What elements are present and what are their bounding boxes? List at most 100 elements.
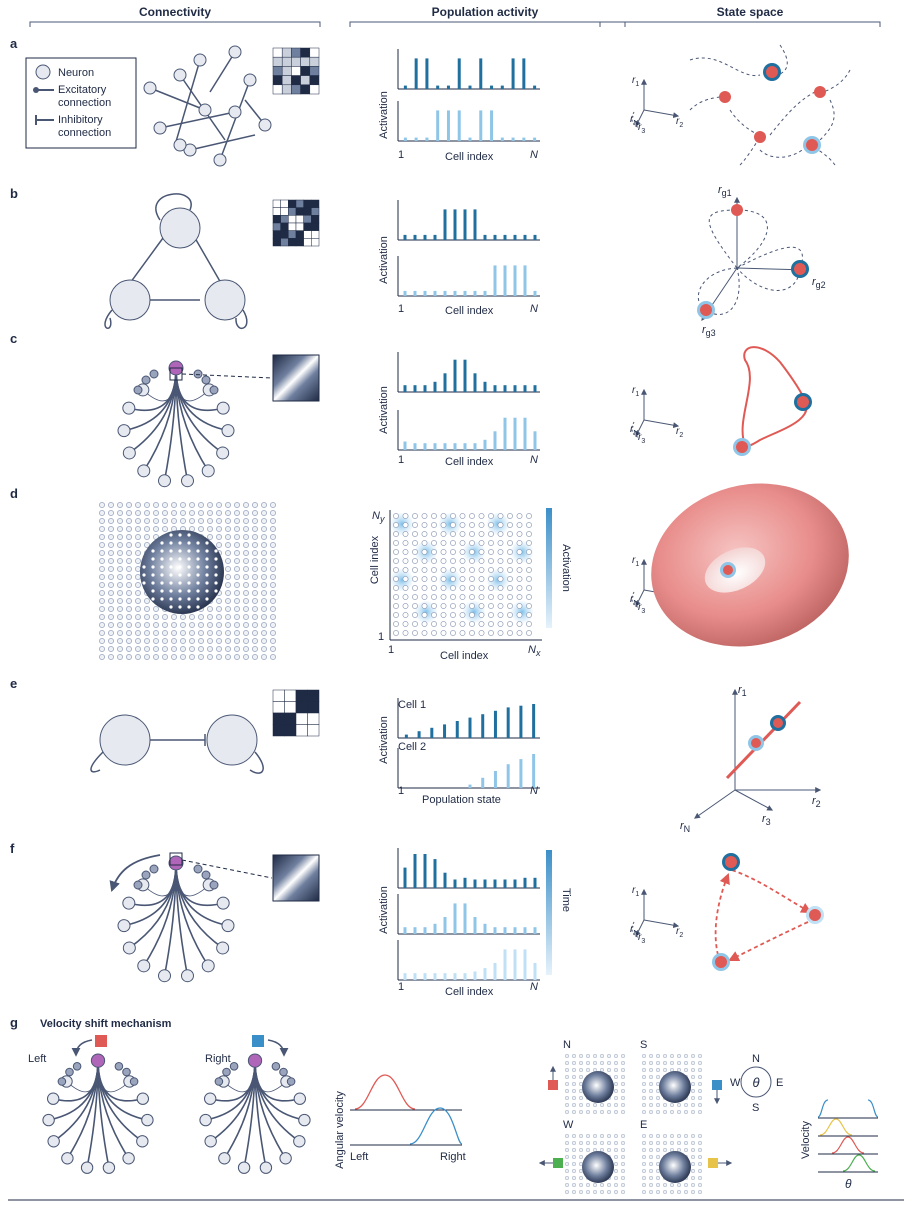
heatmap-cell: [497, 585, 504, 591]
sheet-neuron: [270, 526, 276, 532]
sheet-neuron: [135, 590, 141, 596]
matrix-cell: [309, 66, 320, 76]
sheet-neuron: [126, 510, 132, 516]
sheet-neuron: [169, 573, 173, 577]
heatmap-cell: [431, 549, 437, 555]
sheet-neuron: [677, 1189, 682, 1194]
sheet-neuron: [205, 541, 209, 545]
heatmap-cell: [450, 603, 456, 609]
sheet-neuron: [216, 606, 222, 612]
sheet-neuron: [144, 542, 150, 548]
sheet-neuron: [144, 510, 150, 516]
bar: [493, 963, 497, 980]
sheet-neuron: [198, 630, 204, 636]
heatmap-cell: [393, 558, 399, 564]
sheet-neuron: [572, 1133, 577, 1138]
heatmap-cell: [412, 603, 418, 609]
sheet-neuron: [162, 518, 168, 524]
sheet-neuron: [684, 1133, 689, 1138]
heatmap-cell: [478, 594, 485, 600]
sheet-neuron: [144, 598, 150, 604]
heatmap-cell: [412, 558, 418, 564]
sheet-neuron: [586, 1067, 591, 1072]
bar: [532, 704, 536, 738]
bar: [423, 927, 427, 934]
sheet-neuron: [205, 589, 209, 593]
sheet-neuron: [663, 1133, 668, 1138]
heatmap-cell: [459, 513, 466, 519]
neuron-legend-icon: [35, 64, 51, 80]
neuron: [214, 1077, 224, 1086]
sheet-neuron: [261, 622, 267, 628]
matrix-cell: [288, 238, 297, 247]
sheet-neuron: [261, 518, 267, 524]
sheet-neuron: [196, 557, 200, 561]
weight-matrix-random: [272, 47, 320, 95]
sheet-neuron: [684, 1102, 689, 1107]
sheet-neuron: [565, 1168, 570, 1173]
heatmap-cell: [402, 585, 409, 591]
heatmap-cell: [488, 513, 494, 519]
axis-rn: rN: [680, 820, 690, 834]
x-one: 1: [398, 785, 404, 797]
sheet-neuron: [698, 1102, 703, 1107]
matrix-cell: [281, 56, 292, 67]
heatmap-cell: [497, 576, 504, 582]
bar: [532, 754, 536, 788]
heatmap-cell: [488, 630, 494, 636]
sheet-neuron: [153, 622, 159, 628]
sheet-neuron: [261, 638, 267, 644]
heatmap-cell: [526, 567, 532, 573]
sheet-neuron: [205, 565, 209, 569]
heatmap-cell: [478, 558, 485, 564]
sheet-neuron: [187, 581, 191, 585]
sheet-neuron: [656, 1074, 661, 1079]
sheet-neuron: [572, 1102, 577, 1107]
sheet-neuron: [99, 574, 105, 580]
sheet-neuron: [252, 558, 258, 564]
matrix-cell: [303, 230, 312, 239]
neuron: [122, 941, 136, 955]
heatmap-cell: [459, 594, 466, 600]
sheet-neuron: [243, 566, 249, 572]
heatmap-cell: [402, 558, 409, 564]
sheet-neuron: [171, 518, 177, 524]
sheet-neuron: [649, 1161, 654, 1166]
heatmap-cell: [440, 540, 447, 546]
sheet-neuron: [205, 581, 209, 585]
heatmap-cell: [393, 522, 399, 528]
sheet-neuron: [117, 518, 123, 524]
activity-bump: [140, 530, 224, 614]
matrix-cell: [311, 215, 320, 224]
sheet-neuron: [670, 1060, 675, 1065]
matrix-cell: [281, 66, 292, 76]
sheet-neuron: [261, 582, 267, 588]
heatmap-cell: [526, 612, 532, 618]
sheet-neuron: [234, 622, 240, 628]
sheet-neuron: [270, 654, 276, 660]
sheet-neuron: [225, 582, 231, 588]
sheet-neuron: [144, 614, 150, 620]
sheet-neuron: [656, 1189, 661, 1194]
sheet-neuron: [698, 1168, 703, 1173]
random-network-neurons: [143, 45, 272, 167]
sheet-neuron: [108, 502, 114, 508]
xlabel-cell-index: Cell index: [445, 305, 494, 317]
heatmap-cell: [440, 522, 447, 528]
heatmap-cell: [459, 612, 466, 618]
sheet-neuron: [565, 1095, 570, 1100]
sheet-neuron: [169, 605, 173, 609]
bar: [403, 927, 407, 934]
axis-line: [635, 109, 645, 128]
sheet-neuron: [234, 526, 240, 532]
heatmap-cell: [497, 603, 504, 609]
bar: [433, 923, 437, 934]
header-bracket: [349, 21, 626, 27]
heatmap-cell: [507, 522, 513, 528]
axis-label-r1: r1: [632, 555, 639, 568]
compass: θ N S W E: [730, 1053, 783, 1114]
heatmap-cell: [507, 603, 513, 609]
sheet-neuron: [178, 549, 182, 553]
sheet-neuron: [243, 526, 249, 532]
sheet-neuron: [252, 582, 258, 588]
